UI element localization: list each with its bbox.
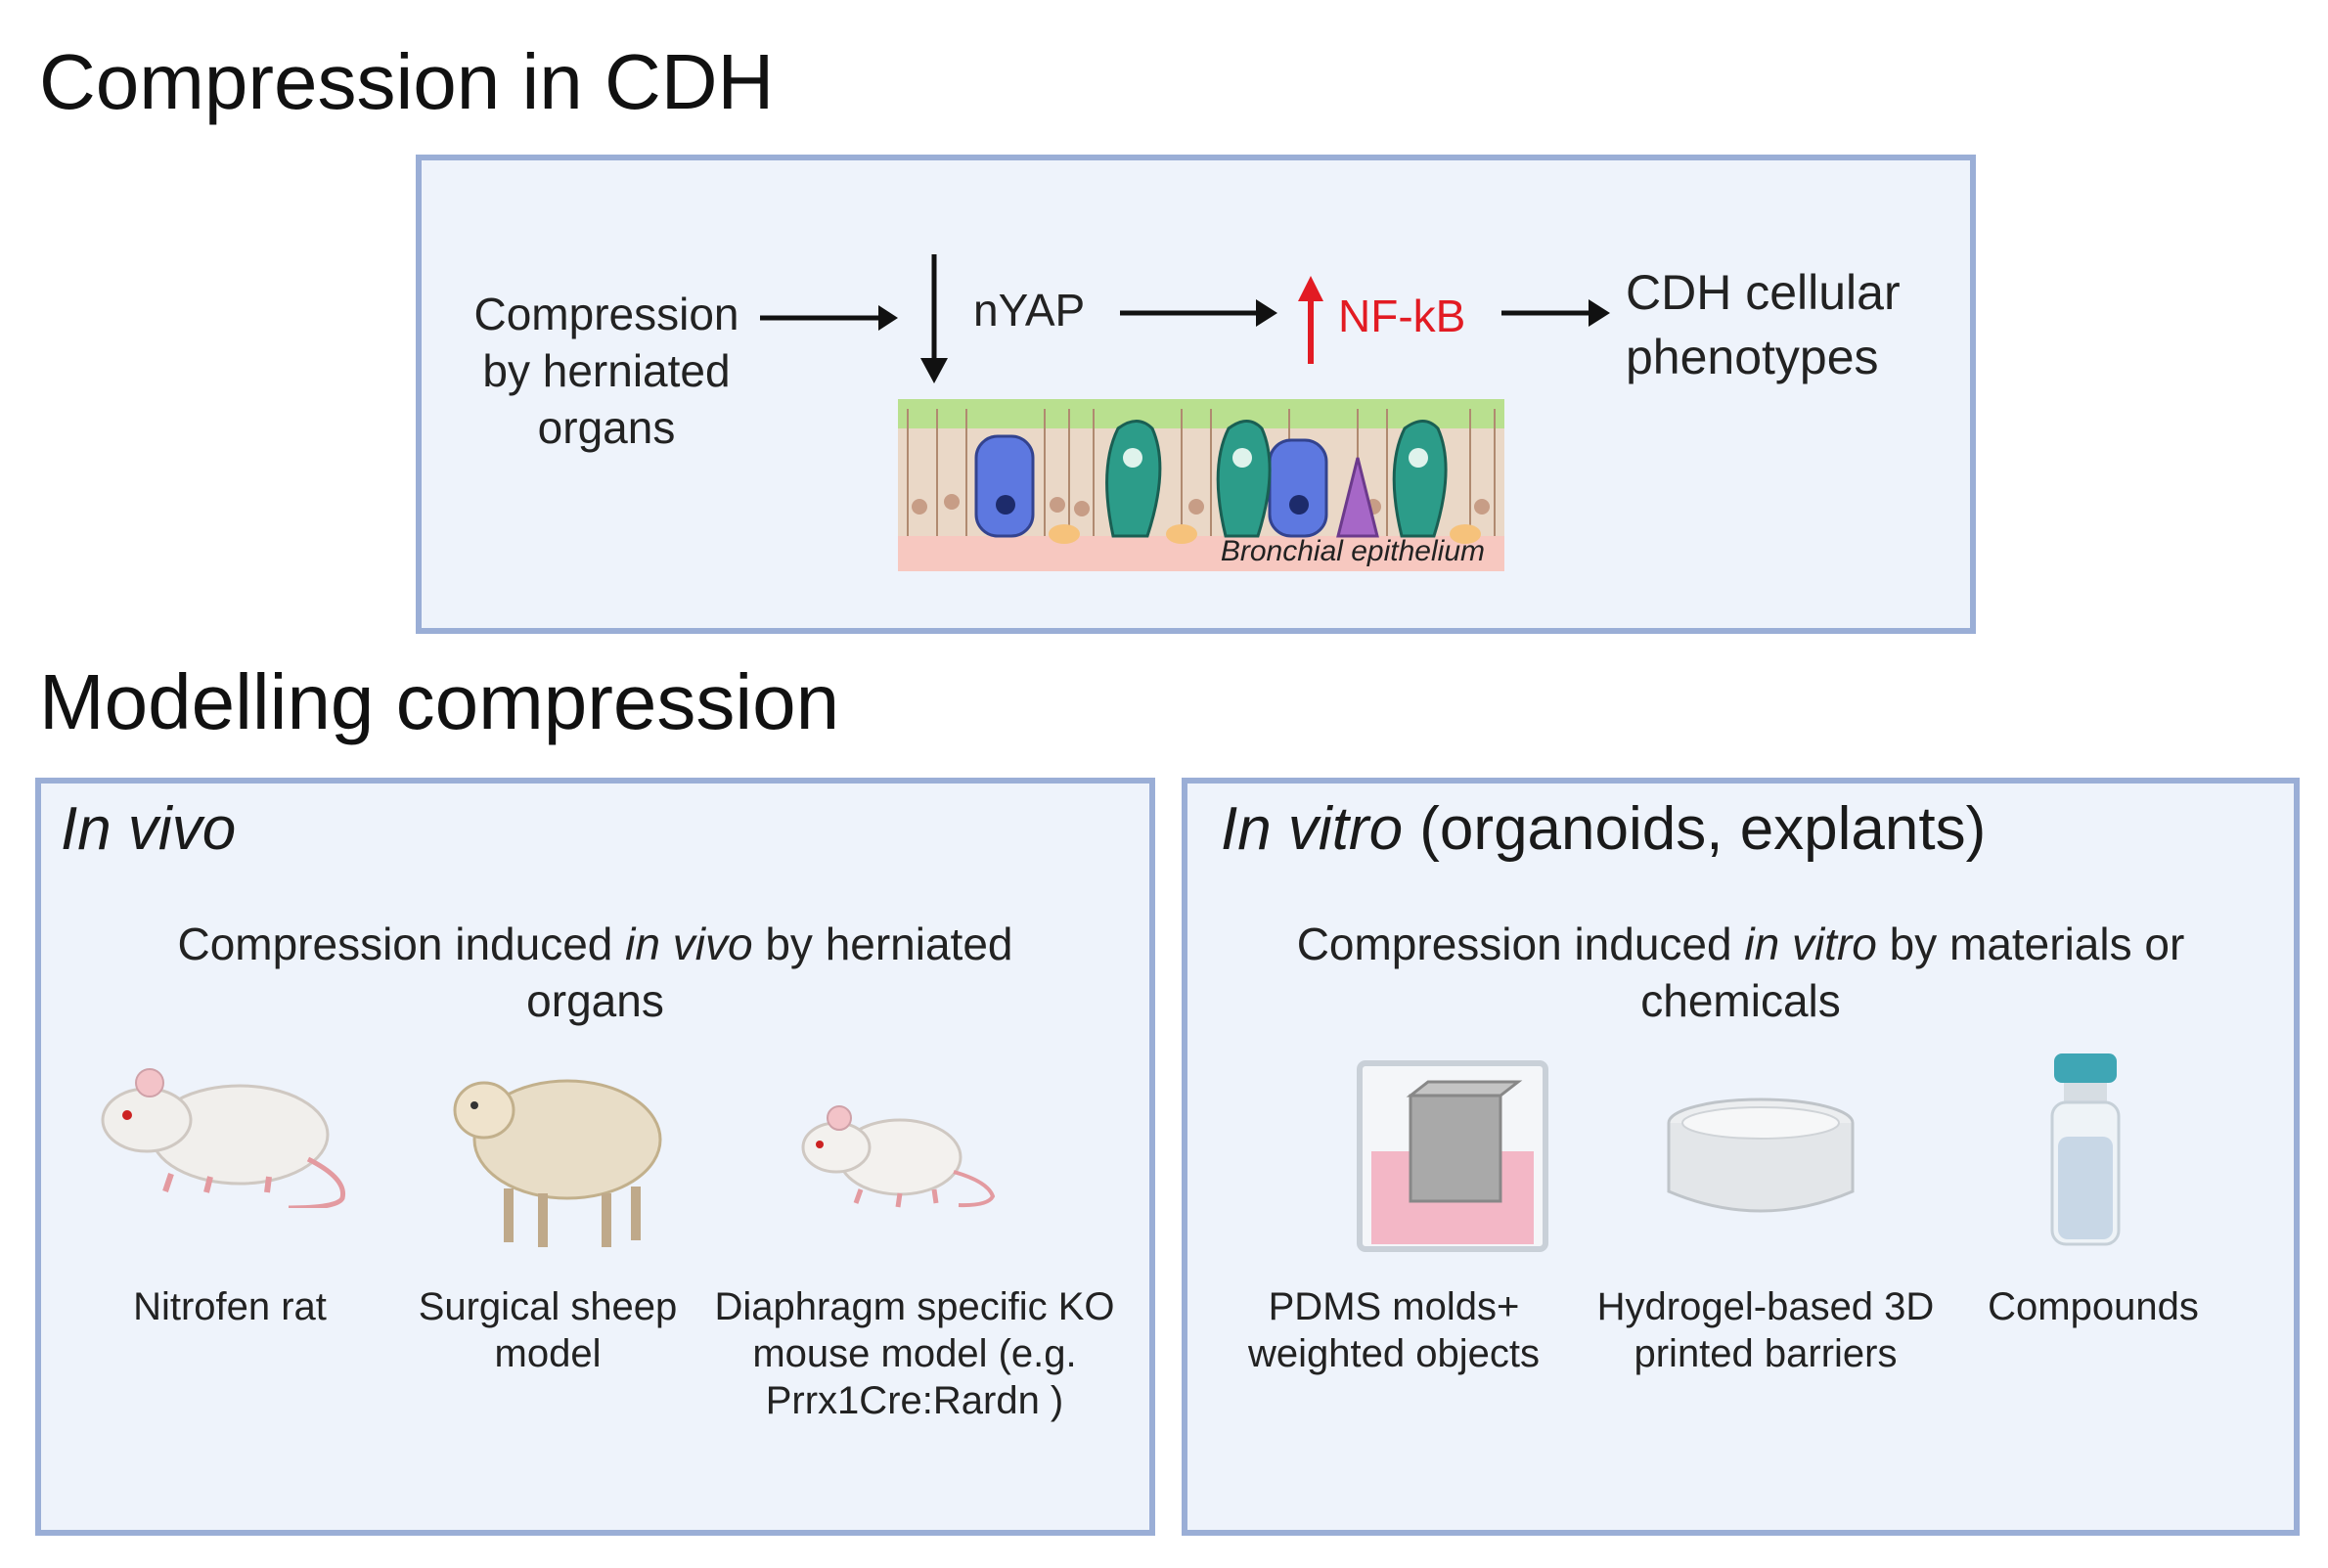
in-vitro-desc-line-1: Compression induced in vitro by material… <box>1296 918 2185 969</box>
mechanism-arrows <box>760 254 1610 383</box>
in-vivo-desc-line-2: organs <box>526 975 664 1026</box>
in-vitro-heading: In vitro (organoids, explants) <box>1221 795 1987 863</box>
pdms-mold-icon <box>1357 1060 1548 1252</box>
method-pdms-molds: PDMS molds+ weighted objects <box>1228 1283 1560 1377</box>
hydrogel-barrier-icon <box>1667 1098 1855 1213</box>
model-diaphragm-ko-mouse: Diaphragm specific KO mouse model (e.g. … <box>704 1283 1125 1424</box>
up-arrow-icon <box>1298 276 1323 364</box>
outcome-text: CDH cellular phenotypes <box>1626 260 1901 389</box>
arrow-nyap-to-nfkb <box>1120 299 1277 327</box>
model-label-line: mouse model (e.g. <box>752 1332 1077 1375</box>
nfkb-label: NF-kB <box>1338 291 1466 341</box>
title-compression-in-cdh: Compression in CDH <box>39 38 775 125</box>
model-nitrofen-rat: Nitrofen rat <box>93 1283 367 1330</box>
title-modelling-compression: Modelling compression <box>39 658 840 745</box>
sheep-icon <box>453 1079 662 1247</box>
in-vivo-description: Compression induced in vivo by herniated… <box>35 916 1155 1029</box>
cause-text: Compression by herniated organs <box>445 286 768 456</box>
method-label-line: Compounds <box>1988 1285 2199 1328</box>
method-label-line: printed barriers <box>1634 1332 1898 1375</box>
cause-line-1: Compression <box>473 289 739 339</box>
model-label-line: Diaphragm specific KO <box>714 1285 1115 1328</box>
model-label-line: Prrx1Cre:Rardn ) <box>765 1379 1064 1422</box>
in-vitro-desc-line-2: chemicals <box>1640 975 1841 1026</box>
model-label-line: Nitrofen rat <box>133 1285 327 1328</box>
tissue-label: Bronchial epithelium <box>1221 535 1485 567</box>
outcome-line-1: CDH cellular <box>1626 265 1901 320</box>
method-label-line: weighted objects <box>1248 1332 1540 1375</box>
compound-vial-icon <box>2050 1053 2121 1246</box>
in-vivo-desc-line-1: Compression induced in vivo by herniated <box>177 918 1013 969</box>
down-arrow-icon <box>920 254 948 383</box>
model-surgical-sheep: Surgical sheep model <box>401 1283 694 1377</box>
method-hydrogel-barriers: Hydrogel-based 3D printed barriers <box>1580 1283 1951 1377</box>
cause-line-3: organs <box>537 402 676 453</box>
arrow-nfkb-to-phenotypes <box>1501 299 1610 327</box>
model-label-line: model <box>494 1332 602 1375</box>
outcome-line-2: phenotypes <box>1626 330 1879 384</box>
mouse-icon <box>801 1105 996 1208</box>
in-vivo-heading: In vivo <box>61 795 237 863</box>
arrow-cause-to-nyap <box>760 305 898 331</box>
method-compounds: Compounds <box>1966 1283 2220 1330</box>
method-label-line: PDMS molds+ <box>1268 1285 1520 1328</box>
in-vitro-description: Compression induced in vitro by material… <box>1182 916 2300 1029</box>
model-label-line: Surgical sheep <box>418 1285 678 1328</box>
method-label-line: Hydrogel-based 3D <box>1596 1285 1935 1328</box>
bronchial-epithelium-illustration: Bronchial epithelium <box>898 399 1504 571</box>
nyap-label: nYAP <box>973 285 1086 336</box>
cause-line-2: by herniated <box>482 345 731 396</box>
rat-icon <box>101 1068 346 1208</box>
